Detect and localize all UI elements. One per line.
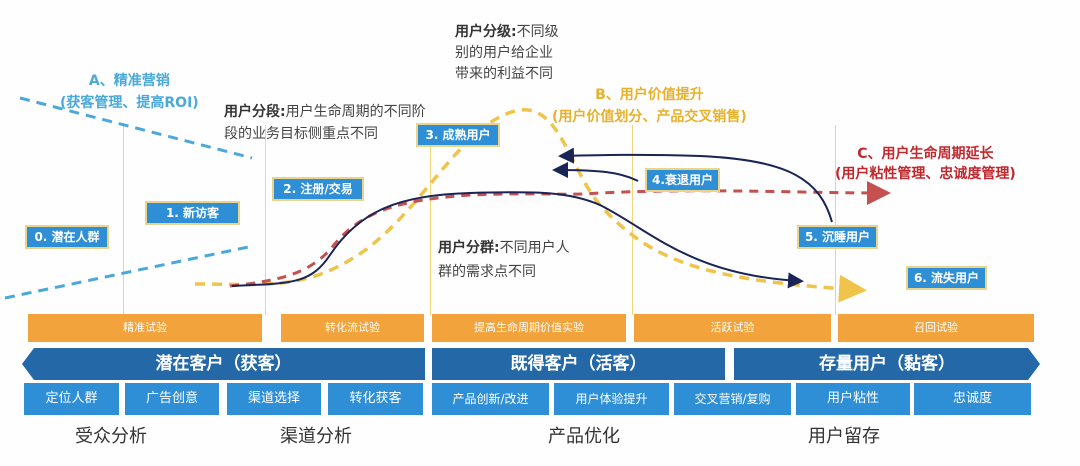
experiment-recall: 召回试验	[838, 314, 1034, 342]
strategy-c: C、用户生命周期延长 (用户粘性管理、忠诚度管理)	[835, 144, 1016, 184]
divider	[632, 125, 633, 315]
note-head: 用户分群:	[438, 240, 500, 256]
action-creative: 广告创意	[125, 383, 219, 415]
strategy-b-title: B、用户价值提升	[595, 87, 704, 103]
category-retention: 用户留存	[808, 426, 880, 447]
action-loyalty: 忠诚度	[914, 383, 1031, 415]
divider	[430, 125, 431, 315]
note-text: 别的用户给企业	[455, 45, 553, 61]
note-text: 用户生命周期的不同阶	[285, 104, 426, 120]
stage-mature: 3. 成熟用户	[416, 123, 500, 147]
action-channel: 渠道选择	[227, 383, 321, 415]
action-experience: 用户体验提升	[554, 383, 669, 415]
strategy-c-title: C、用户生命周期延长	[857, 146, 994, 162]
stage-sleeping: 5. 沉睡用户	[797, 225, 878, 249]
experiment-conversion: 转化流试验	[281, 314, 424, 342]
action-stickiness: 用户粘性	[796, 383, 910, 415]
experiment-active: 活跃试验	[634, 314, 831, 342]
action-convert: 转化获客	[328, 383, 423, 415]
action-product: 产品创新/改进	[432, 383, 549, 415]
stage-register: 2. 注册/交易	[272, 177, 364, 201]
band-retained: 存量用户（黏客）	[734, 348, 1040, 380]
stage-churned: 6. 流失用户	[906, 266, 987, 290]
strategy-a-title: A、精准营销	[88, 73, 170, 89]
divider	[835, 125, 836, 315]
stage-new-visitor: 1. 新访客	[145, 201, 240, 225]
value-curve	[194, 108, 867, 303]
reactivation-arrow-declining	[552, 162, 639, 182]
note-text: 不同级	[516, 24, 559, 40]
note-text: 群的需求点不同	[438, 264, 536, 280]
reactivation-arrow-sleeping	[558, 147, 833, 223]
experiment-ltv: 提高生命周期价值实验	[432, 314, 626, 342]
action-crosssell: 交叉营销/复购	[674, 383, 791, 415]
band-acquired: 既得客户（活客）	[432, 348, 725, 380]
user-lifecycle-curve	[231, 191, 804, 289]
note-grade: 用户分级:不同级 别的用户给企业 带来的利益不同	[455, 22, 559, 85]
category-channel: 渠道分析	[280, 426, 352, 447]
strategy-a-subtitle: (获客管理、提高ROI)	[60, 95, 199, 111]
strategy-b-subtitle: (用户价值划分、产品交叉销售)	[552, 109, 747, 125]
note-text: 带来的利益不同	[455, 66, 553, 82]
category-audience: 受众分析	[75, 426, 147, 447]
note-segment: 用户分段:用户生命周期的不同阶 段的业务目标侧重点不同	[224, 101, 426, 145]
note-head: 用户分级:	[455, 24, 517, 40]
experiment-precision: 精准试验	[28, 314, 262, 342]
curves	[4, 96, 891, 303]
stage-potential: 0. 潜在人群	[25, 225, 109, 249]
band-potential: 潜在客户（获客）	[22, 348, 425, 380]
note-group: 用户分群:不同用户人 群的需求点不同	[438, 236, 570, 284]
note-text: 段的业务目标侧重点不同	[224, 126, 378, 142]
action-target: 定位人群	[24, 383, 119, 415]
note-head: 用户分段:	[224, 104, 286, 120]
strategy-c-subtitle: (用户粘性管理、忠诚度管理)	[835, 166, 1016, 182]
strategy-b: B、用户价值提升 (用户价值划分、产品交叉销售)	[552, 84, 747, 128]
note-text: 不同用户人	[499, 240, 570, 256]
divider	[123, 125, 124, 315]
strategy-a: A、精准营销 (获客管理、提高ROI)	[60, 70, 199, 114]
acquisition-line-lower	[4, 244, 254, 300]
divider	[265, 125, 266, 315]
category-product: 产品优化	[548, 426, 620, 447]
acquisition-line-upper	[19, 96, 253, 160]
lifecycle-extension-line	[229, 180, 891, 288]
stage-declining: 4.衰退用户	[645, 168, 720, 192]
